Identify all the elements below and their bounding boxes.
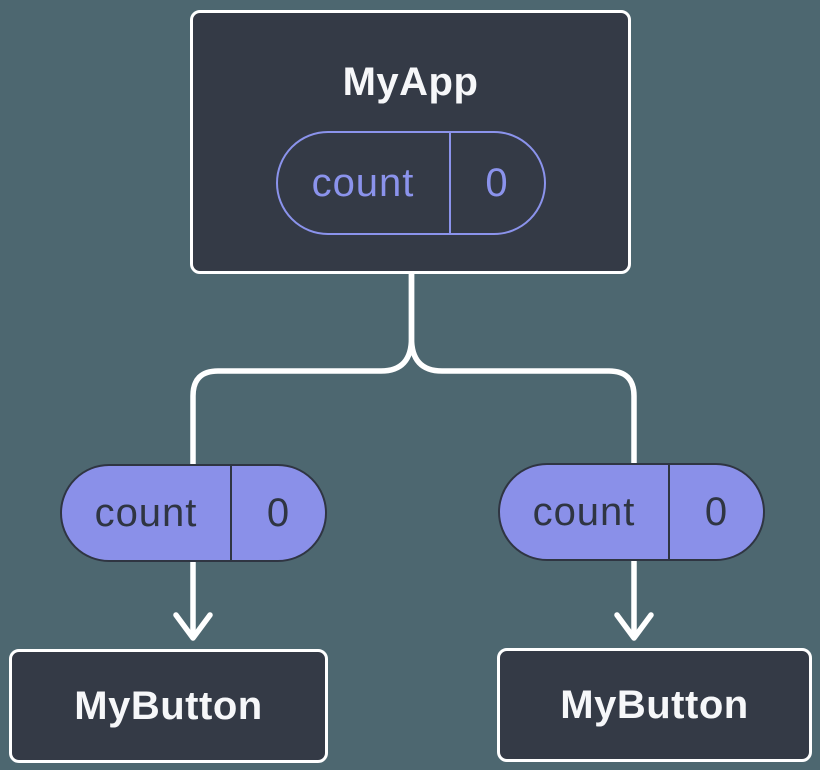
connector-right-branch (408, 269, 637, 637)
prop-pill-right: count 0 (498, 463, 765, 561)
state-pill-value: 0 (448, 133, 544, 233)
prop-pill-right-name: count (532, 489, 636, 534)
node-mybutton-left: MyButton (9, 649, 328, 763)
node-myapp-title: MyApp (342, 60, 479, 104)
node-mybutton-right: MyButton (497, 648, 812, 762)
node-myapp: MyApp count 0 (190, 10, 631, 274)
state-pill-name: count (311, 160, 415, 205)
prop-pill-right-value: 0 (668, 465, 763, 559)
node-mybutton-right-title: MyButton (560, 683, 749, 727)
connector-left-branch (190, 269, 415, 637)
prop-pill-left-name: count (94, 490, 198, 535)
prop-pill-left-value: 0 (230, 466, 325, 560)
arrowhead-left-icon (173, 612, 213, 641)
prop-pill-left: count 0 (60, 464, 327, 562)
arrowhead-right-icon (614, 612, 654, 641)
node-mybutton-left-title: MyButton (74, 684, 263, 728)
state-pill: count 0 (275, 131, 546, 235)
